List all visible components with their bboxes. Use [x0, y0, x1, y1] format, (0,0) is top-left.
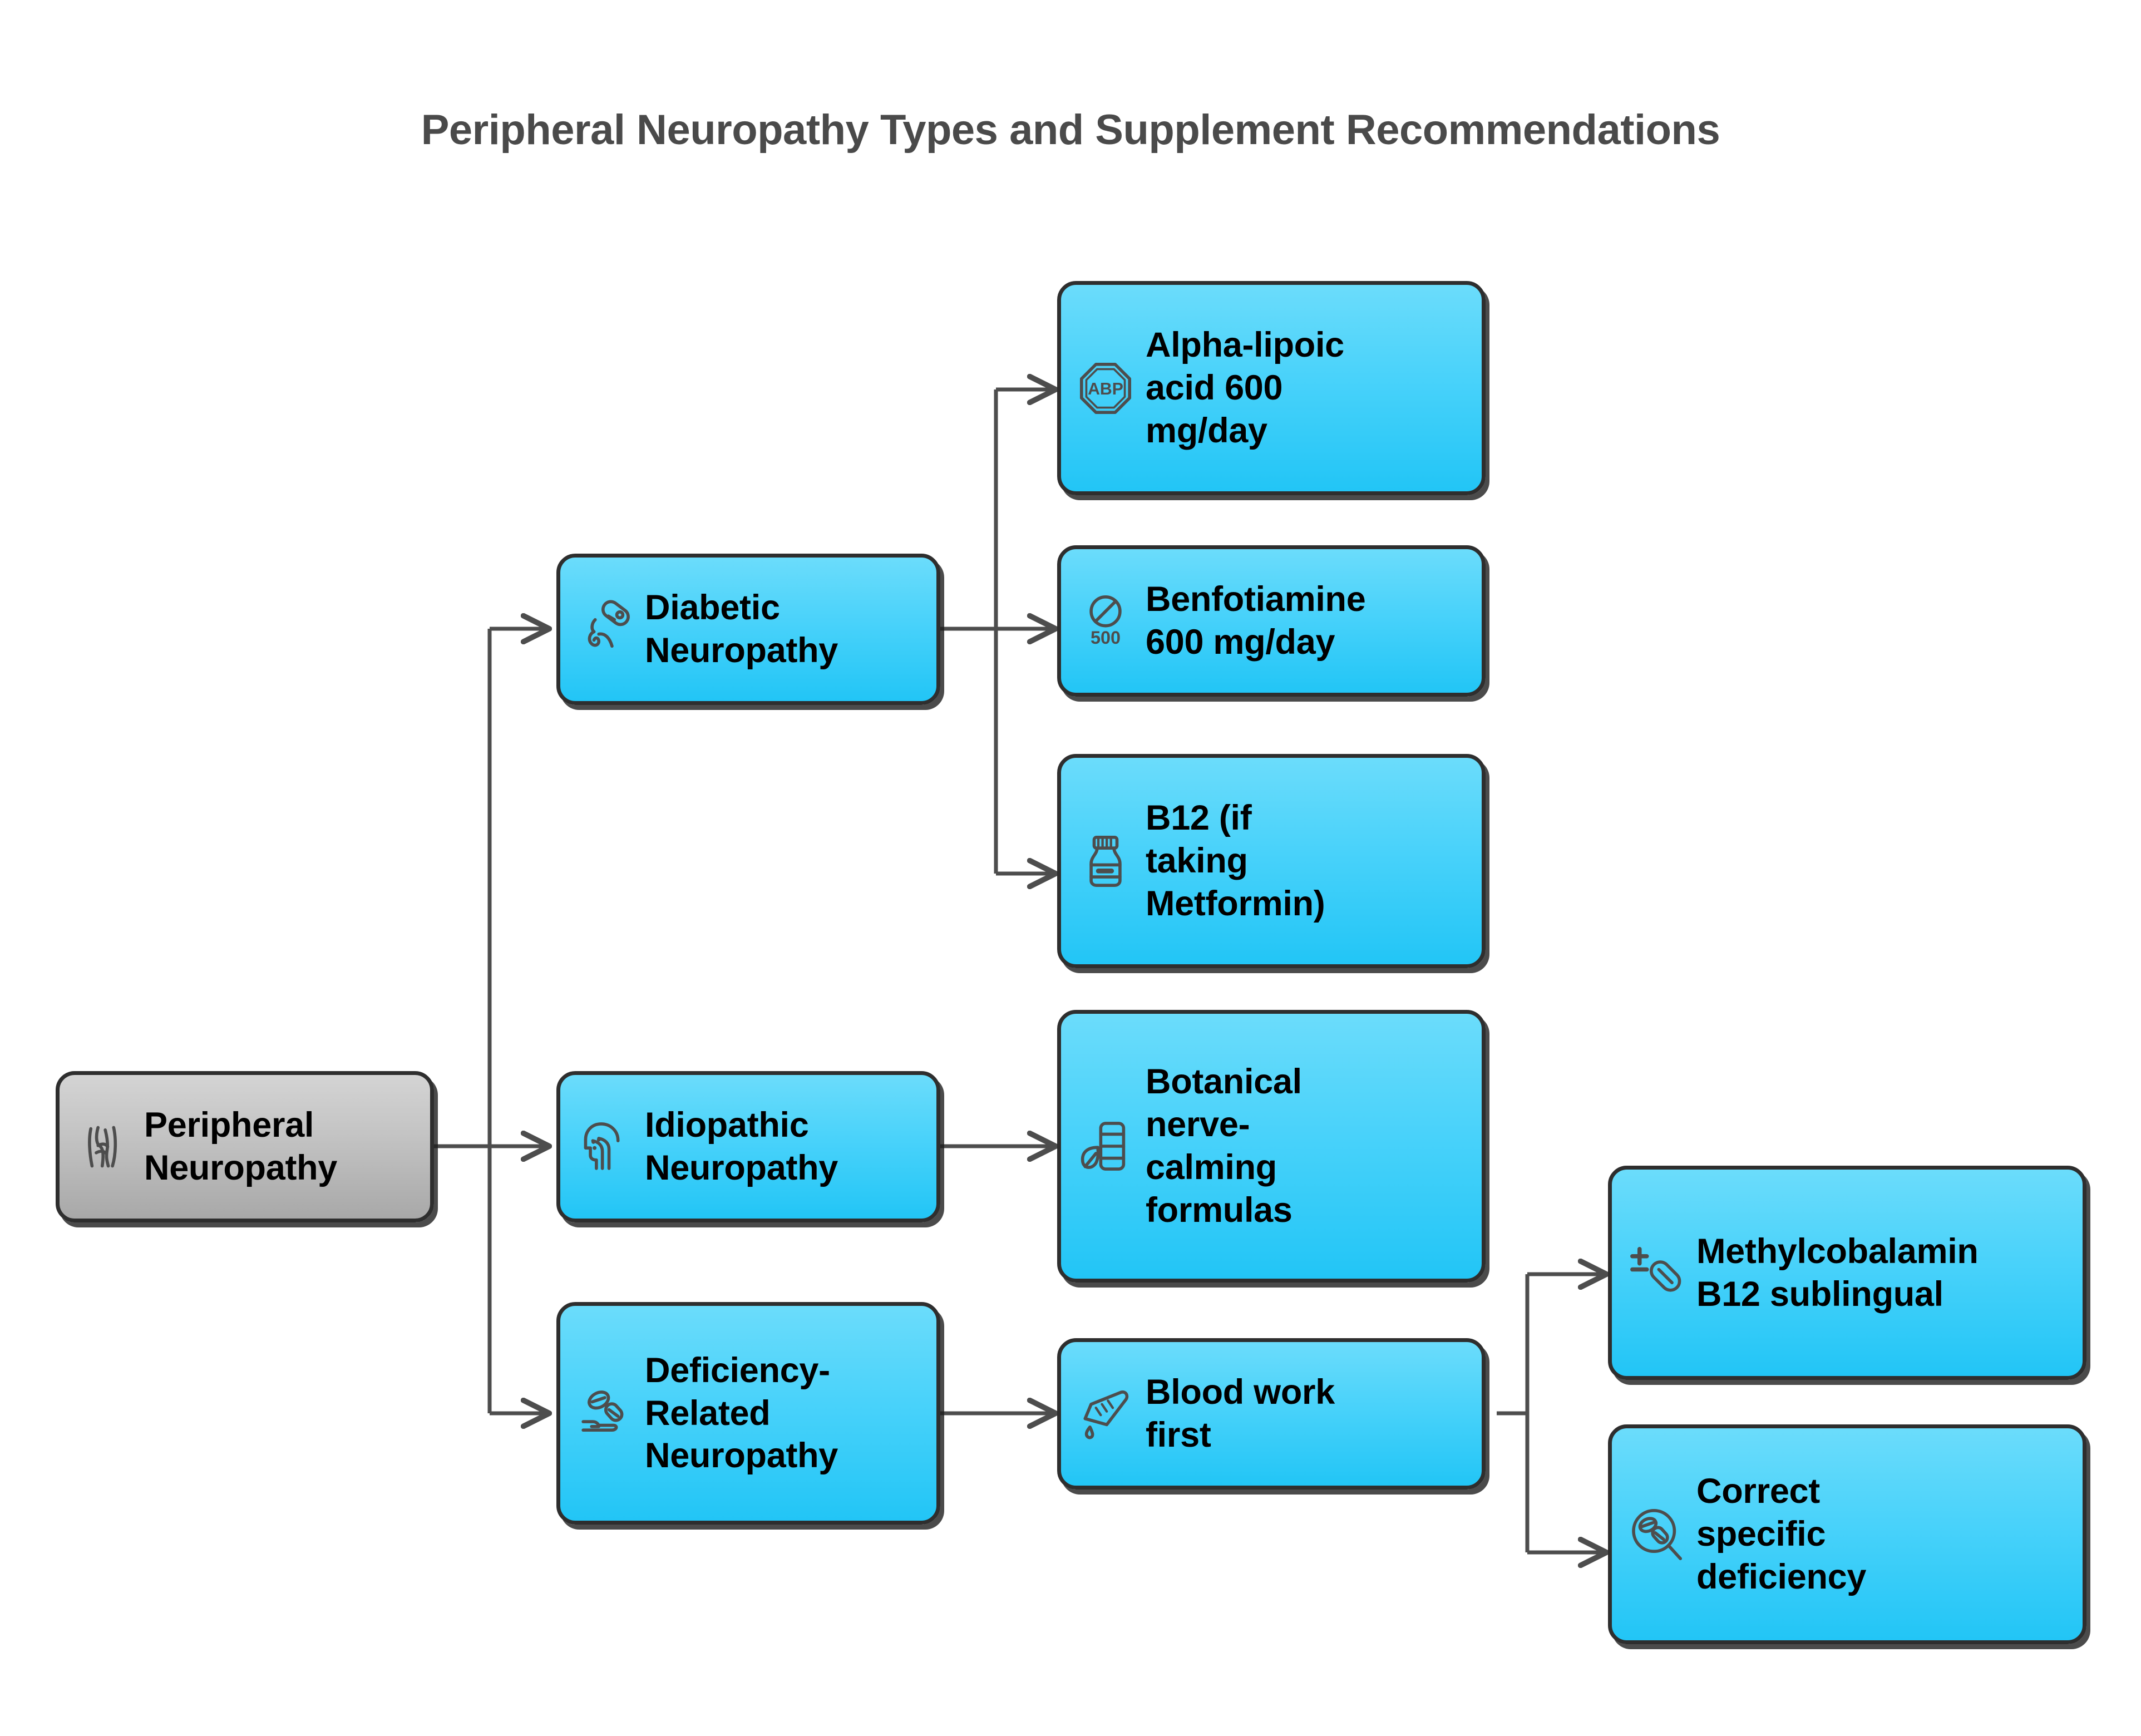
- plus-minus-pill-icon: [1626, 1243, 1686, 1303]
- dose-500-icon-text: 500: [1091, 628, 1121, 648]
- node-benfotiamine[interactable]: 500 Benfotiamine 600 mg/day: [1057, 545, 1486, 697]
- glucose-meter-icon: [575, 599, 635, 659]
- node-label: Methylcobalamin B12 sublingual: [1696, 1231, 1979, 1314]
- head-nerve-icon: [575, 1117, 635, 1177]
- supplement-bottle-icon: [1076, 831, 1136, 891]
- leaf-bottle-icon: [1076, 1116, 1136, 1176]
- node-peripheral-neuropathy[interactable]: Peripheral Neuropathy: [56, 1071, 434, 1222]
- node-correct-specific-deficiency[interactable]: Correct specific deficiency: [1608, 1424, 2086, 1644]
- node-label: Peripheral Neuropathy: [144, 1106, 338, 1187]
- node-label: Botanical nerve- calming formulas: [1146, 1062, 1302, 1230]
- node-label: Benfotiamine 600 mg/day: [1146, 580, 1366, 662]
- node-diabetic-neuropathy[interactable]: Diabetic Neuropathy: [556, 554, 940, 705]
- node-label: B12 (if taking Metformin): [1146, 798, 1325, 923]
- node-label: Deficiency- Related Neuropathy: [645, 1350, 838, 1476]
- node-label: Idiopathic Neuropathy: [645, 1106, 838, 1187]
- node-b12-metformin[interactable]: B12 (if taking Metformin): [1057, 754, 1486, 968]
- hand-pills-icon: [575, 1383, 635, 1443]
- magnifier-pills-icon: [1626, 1505, 1686, 1565]
- lancet-blood-drop-icon: [1076, 1384, 1136, 1444]
- abp-icon-text: ABP: [1088, 379, 1123, 398]
- node-idiopathic-neuropathy[interactable]: Idiopathic Neuropathy: [556, 1071, 940, 1222]
- node-methylcobalamin-b12[interactable]: Methylcobalamin B12 sublingual: [1608, 1166, 2086, 1380]
- abp-octagon-icon: ABP: [1076, 358, 1136, 418]
- node-label: Blood work first: [1146, 1373, 1335, 1454]
- node-deficiency-related-neuropathy[interactable]: Deficiency- Related Neuropathy: [556, 1302, 940, 1525]
- page-title: Peripheral Neuropathy Types and Suppleme…: [421, 106, 1720, 154]
- no-entry-500-icon: 500: [1076, 591, 1136, 651]
- node-label: Alpha-lipoic acid 600 mg/day: [1146, 326, 1344, 450]
- node-botanical-formulas[interactable]: Botanical nerve- calming formulas: [1057, 1010, 1486, 1283]
- node-label: Diabetic Neuropathy: [645, 588, 838, 670]
- node-label: Correct specific deficiency: [1696, 1472, 1867, 1596]
- node-blood-work-first[interactable]: Blood work first: [1057, 1338, 1486, 1490]
- node-alpha-lipoic-acid[interactable]: ABP Alpha-lipoic acid 600 mg/day: [1057, 281, 1486, 495]
- nerve-fibers-icon: [74, 1117, 134, 1177]
